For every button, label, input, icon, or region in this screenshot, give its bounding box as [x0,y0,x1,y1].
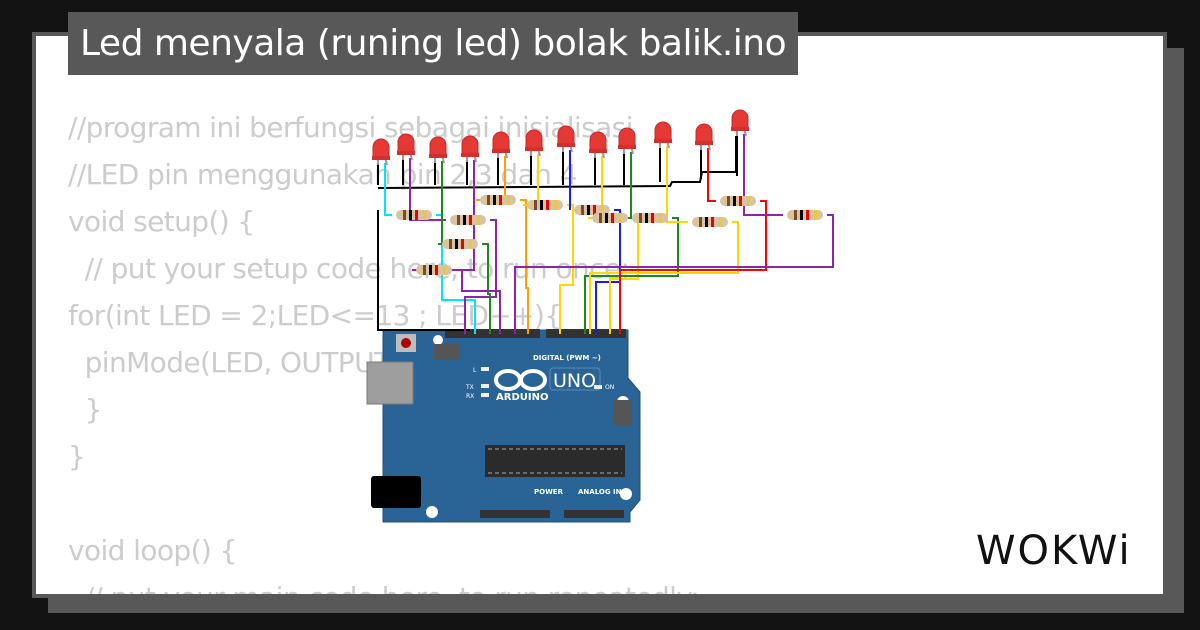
resistor [592,213,628,223]
code-line: void setup() { [68,205,255,238]
power-label: POWER [534,488,564,496]
wokwi-logo: WOKWi [976,528,1132,574]
code-line: void loop() { [68,534,237,567]
resistor [480,195,516,205]
led[interactable] [461,135,479,163]
signal-wire [589,146,739,334]
signal-wire [514,134,834,334]
digital-header-high [445,329,540,338]
signal-wire [584,152,679,334]
code-line: } [68,393,103,426]
arduino-uno-board: ARDUINO UNO DIGITAL (PWM ~) POWER ANALOG… [366,329,641,523]
resistor [396,210,432,220]
led-on-label: ON [605,384,614,391]
led[interactable] [695,123,713,151]
led-tx-label: TX [465,384,474,391]
analog-header [564,510,624,518]
resistor [450,215,486,225]
board-brand: ARDUINO [496,392,548,403]
resistor [787,210,823,220]
led[interactable] [372,138,390,166]
resistor [692,217,728,227]
resistor [720,196,756,206]
led[interactable] [557,125,575,153]
led-rx-label: RX [466,393,474,400]
led[interactable] [654,121,672,149]
code-line: } [68,440,86,473]
led[interactable] [397,133,415,161]
resistor [632,213,668,223]
led[interactable] [492,131,510,159]
led[interactable] [731,109,749,137]
arduino-logo-icon [494,369,547,391]
digital-label: DIGITAL (PWM ~) [533,354,601,362]
reset-button-cap[interactable] [401,338,411,348]
ground-wire [377,134,738,330]
mount-hole [620,488,632,500]
led-array [372,109,823,275]
code-line: //LED pin menggunakan pin 2,3 dan 4 [68,158,577,191]
code-line: for(int LED = 2;LED<=13 ; LED++){ [68,299,562,332]
power-jack [371,476,421,508]
resistor [574,205,610,215]
led[interactable] [525,129,543,157]
board-model: UNO [553,370,596,392]
led[interactable] [618,127,636,155]
atmega-chip [485,445,625,477]
code-line: // put your main code here, to run repea… [68,581,700,594]
signal-wire [384,163,476,334]
led[interactable] [429,136,447,164]
power-header [480,510,550,518]
wires [377,134,834,334]
mount-hole [426,506,438,518]
resistor [416,265,452,275]
resistor [527,200,563,210]
signal-wire [619,148,767,334]
led-l-label: L [473,367,477,374]
led[interactable] [589,131,607,159]
ground-to-board [377,210,470,331]
analog-label: ANALOG IN [578,488,622,496]
ground-bus [377,136,737,189]
mount-hole [433,335,443,345]
usb-port [366,361,414,405]
resistor [442,239,478,249]
project-title: Led menyala (runing led) bolak balik.ino [68,12,799,75]
